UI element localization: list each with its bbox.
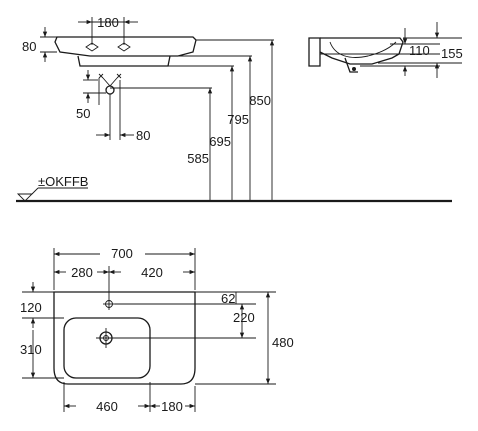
plan-bowl-outline	[63, 317, 151, 379]
floor-reference-icon	[16, 193, 34, 202]
supply-connection-left-icon	[98, 73, 104, 79]
side-bowl-inner	[329, 41, 397, 58]
side-view: 110 155	[308, 22, 463, 78]
dim-155: 155	[441, 46, 463, 61]
front-view: 180 80 50 80 585 695 795 850	[16, 15, 452, 203]
dim-585: 585	[187, 151, 209, 166]
dim-180-top: 180	[97, 15, 119, 30]
front-basin-outline	[54, 36, 197, 57]
tap-hole-left-icon	[85, 42, 99, 52]
dim-420: 420	[141, 265, 163, 280]
dim-280: 280	[71, 265, 93, 280]
dim-220: 220	[233, 310, 255, 325]
front-basin-underside	[77, 55, 171, 67]
dim-700: 700	[111, 246, 133, 261]
dim-62: 62	[221, 291, 235, 306]
dim-850: 850	[249, 93, 271, 108]
dim-460: 460	[96, 399, 118, 414]
dim-120: 120	[20, 300, 42, 315]
plan-basin-outline	[53, 291, 196, 385]
side-basin-outline	[319, 37, 404, 65]
floor-reference-label: ±OKFFB	[38, 174, 88, 189]
side-wall-mount	[308, 37, 321, 67]
dim-80-lower: 80	[136, 128, 150, 143]
dim-310: 310	[20, 342, 42, 357]
dim-695: 695	[209, 134, 231, 149]
dim-110: 110	[409, 43, 430, 58]
dim-180-bottom: 180	[161, 399, 183, 414]
dim-795: 795	[227, 112, 249, 127]
dim-50: 50	[76, 106, 90, 121]
side-drain-pipe	[344, 57, 358, 73]
dim-480: 480	[272, 335, 294, 350]
supply-connection-right-icon	[116, 73, 122, 79]
trap-line	[102, 77, 118, 87]
plan-view: 700 280 420 120 310 62 220 480	[20, 246, 294, 414]
waste-outlet-icon	[105, 85, 115, 95]
tap-hole-right-icon	[117, 42, 131, 52]
dim-80-left: 80	[22, 39, 36, 54]
